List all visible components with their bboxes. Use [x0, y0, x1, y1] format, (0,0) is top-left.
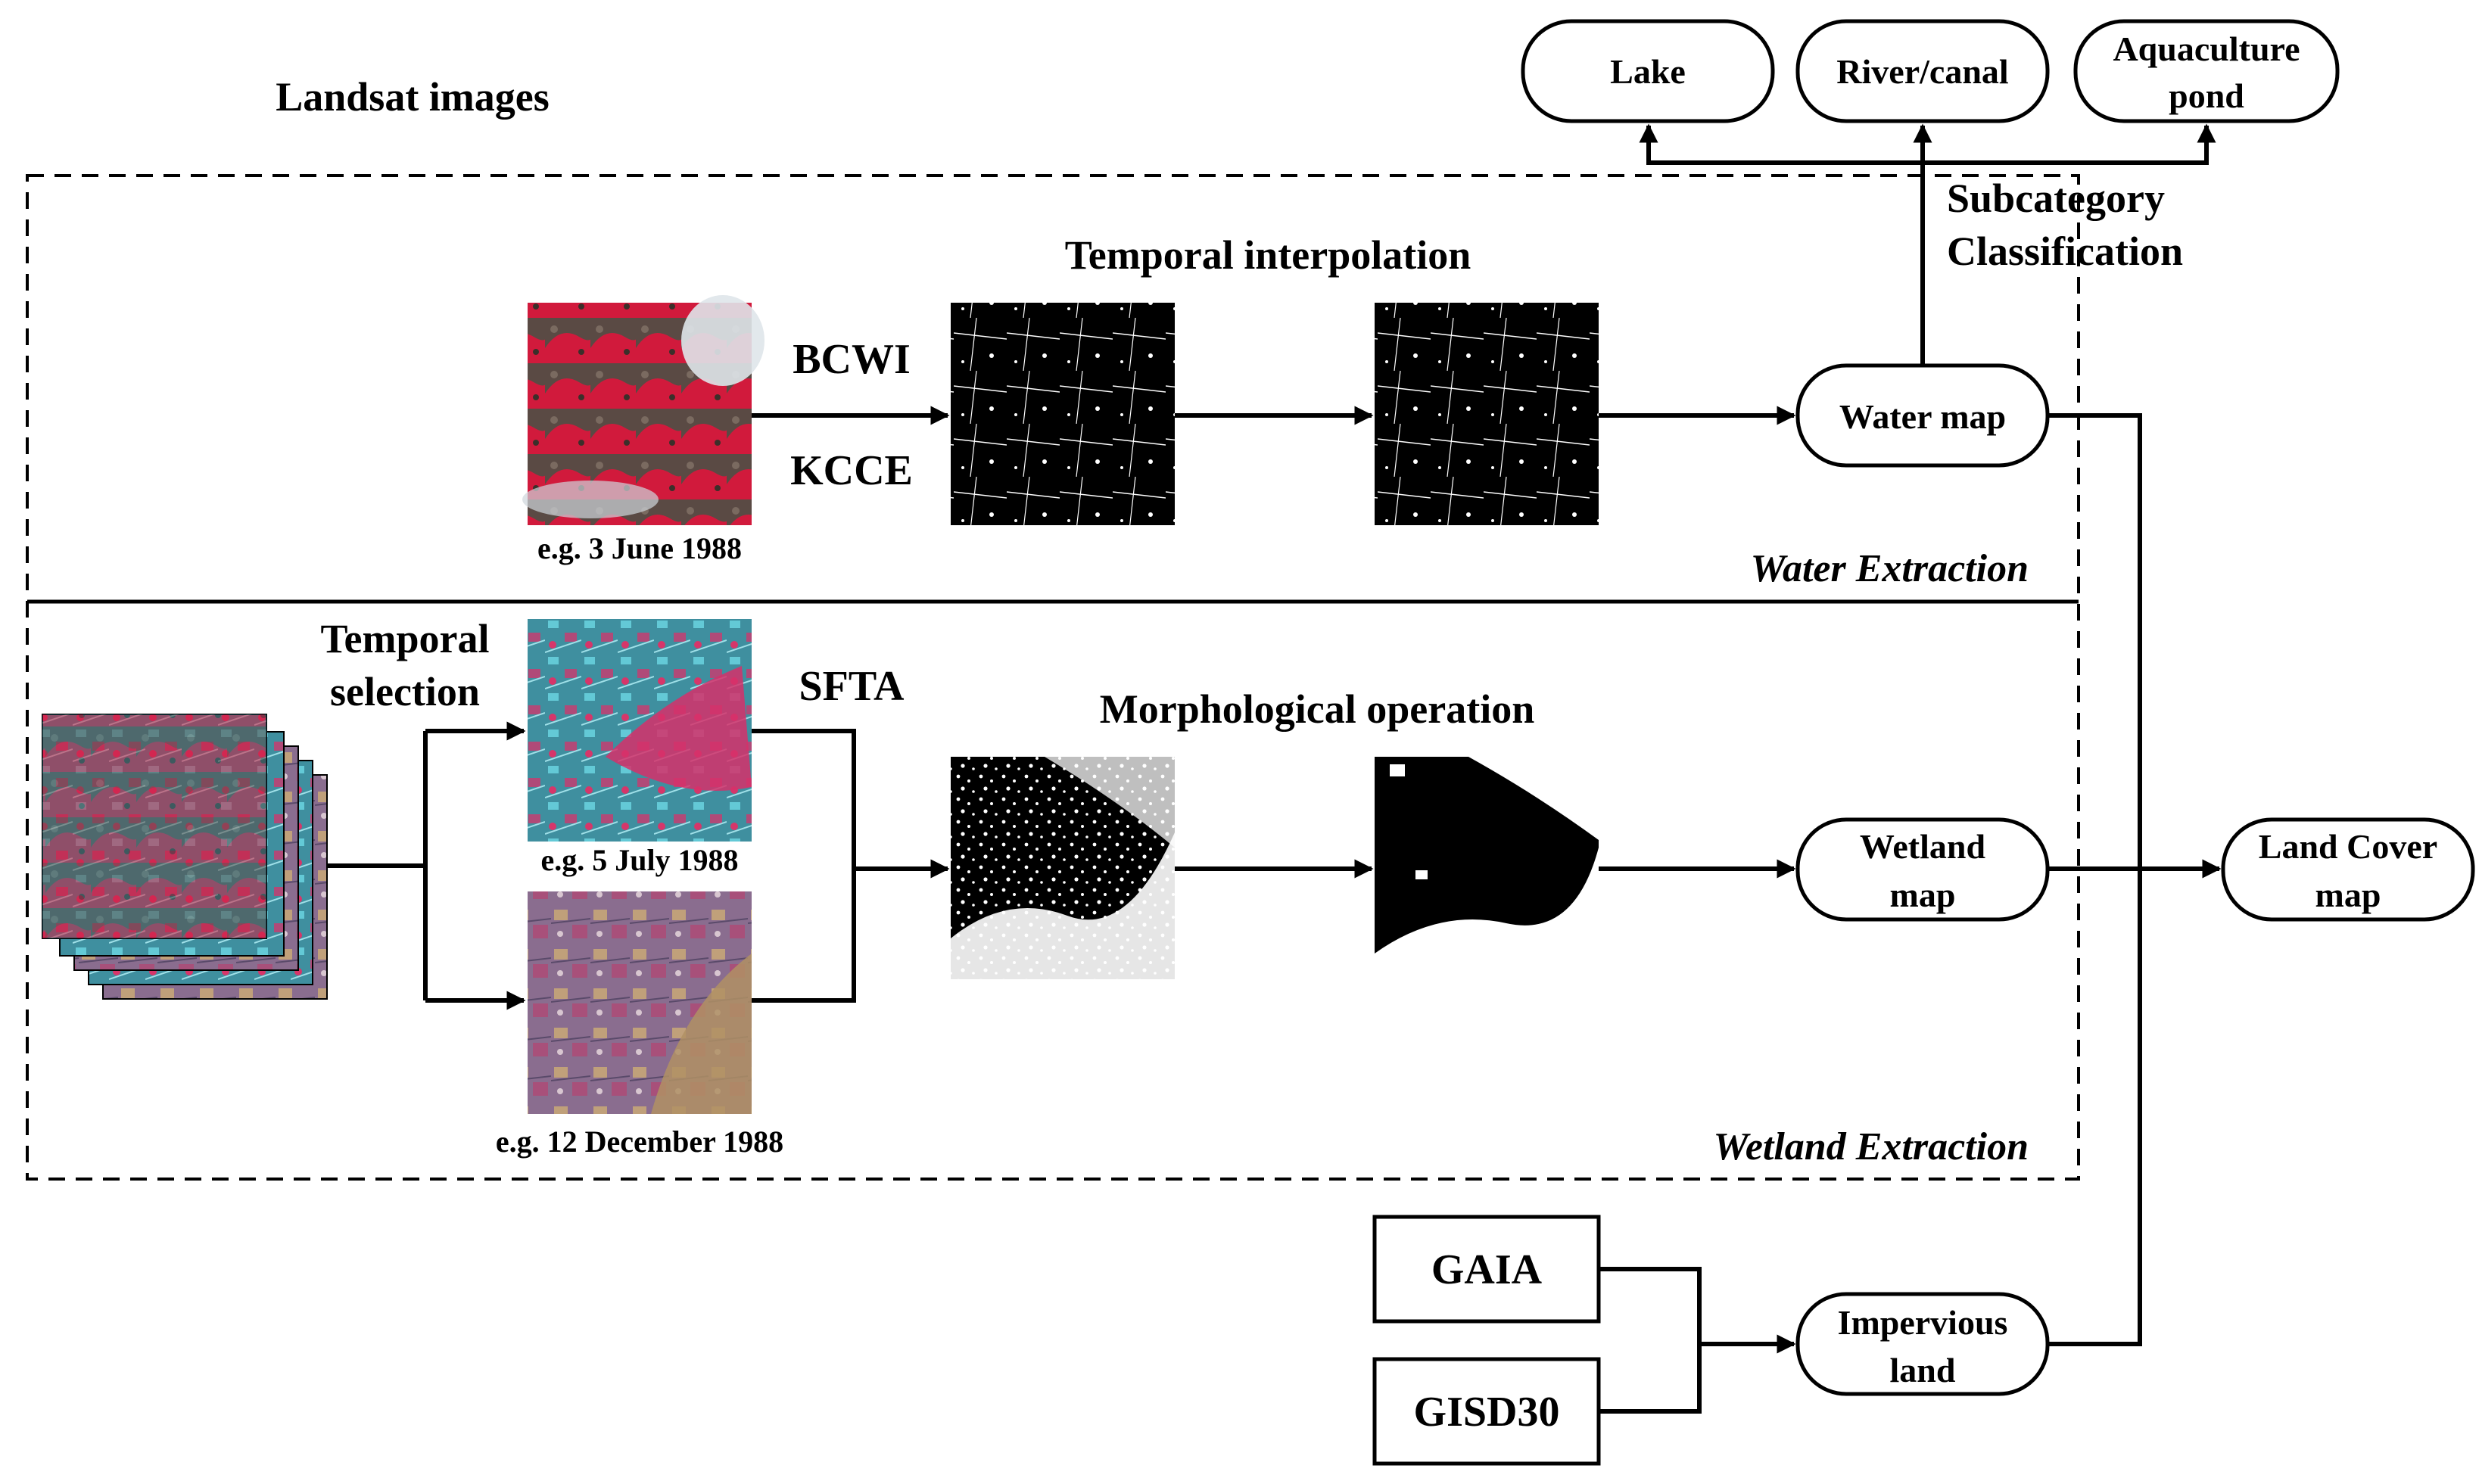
gisd30-label: GISD30 — [1414, 1389, 1560, 1436]
water-binary-map — [951, 303, 1175, 525]
impervious-label-line1: Impervious — [1838, 1303, 2008, 1342]
kcce-label: KCCE — [790, 447, 913, 494]
aquaculture-label-line2: pond — [2169, 76, 2244, 115]
december-caption: e.g. 12 December 1988 — [496, 1125, 783, 1159]
river-canal-label: River/canal — [1836, 52, 2008, 91]
satellite-image-june — [522, 295, 765, 525]
wetland-binary-map — [951, 757, 1175, 979]
source-join — [1599, 1267, 1702, 1414]
diagram-title: Landsat images — [276, 74, 550, 120]
landsat-image-stack — [42, 714, 328, 1000]
subcategory-label-line2: Classification — [1947, 229, 2183, 274]
sfta-join — [752, 729, 856, 1003]
water-map-node: Water map — [1795, 363, 2050, 468]
water-extraction-label: Water Extraction — [1751, 547, 2029, 590]
morphological-wetland-map — [1375, 757, 1599, 979]
morphological-operation-label: Morphological operation — [1100, 686, 1534, 732]
water-map-label: Water map — [1839, 397, 2006, 436]
temporal-selection-label-line1: Temporal — [320, 616, 489, 661]
wetland-map-label-line2: map — [1890, 876, 1956, 914]
land-cover-label-line1: Land Cover — [2259, 827, 2437, 866]
july-caption: e.g. 5 July 1988 — [540, 843, 738, 877]
aquaculture-pond-node: Aquaculture pond — [2073, 19, 2340, 123]
merge-bus — [2048, 413, 2142, 1346]
wetland-map-node: Wetland map — [1795, 817, 2050, 922]
wetland-map-label-line1: Wetland — [1860, 827, 1986, 866]
sfta-label: SFTA — [799, 663, 905, 710]
temporal-interpolation-label: Temporal interpolation — [1065, 232, 1471, 278]
bcwi-label: BCWI — [793, 336, 911, 383]
interpolated-water-map — [1375, 303, 1599, 525]
satellite-image-december — [528, 891, 752, 1114]
impervious-label-line2: land — [1890, 1351, 1956, 1389]
wetland-extraction-label: Wetland Extraction — [1713, 1125, 2029, 1168]
subcategory-label-line1: Subcategory — [1947, 176, 2165, 221]
river-canal-node: River/canal — [1795, 19, 2050, 123]
lake-label: Lake — [1610, 52, 1686, 91]
impervious-land-node: Impervious land — [1795, 1292, 2050, 1396]
gaia-box: GAIA — [1372, 1215, 1601, 1324]
temporal-selection-label-line2: selection — [330, 669, 480, 714]
satellite-image-july — [528, 619, 752, 842]
land-cover-map-node: Land Cover map — [2221, 817, 2475, 922]
june-caption: e.g. 3 June 1988 — [537, 531, 742, 565]
gisd30-box: GISD30 — [1372, 1357, 1601, 1466]
lake-node: Lake — [1521, 19, 1775, 123]
gaia-label: GAIA — [1431, 1246, 1543, 1293]
land-cover-label-line2: map — [2315, 876, 2381, 914]
aquaculture-label-line1: Aquaculture — [2113, 30, 2300, 68]
